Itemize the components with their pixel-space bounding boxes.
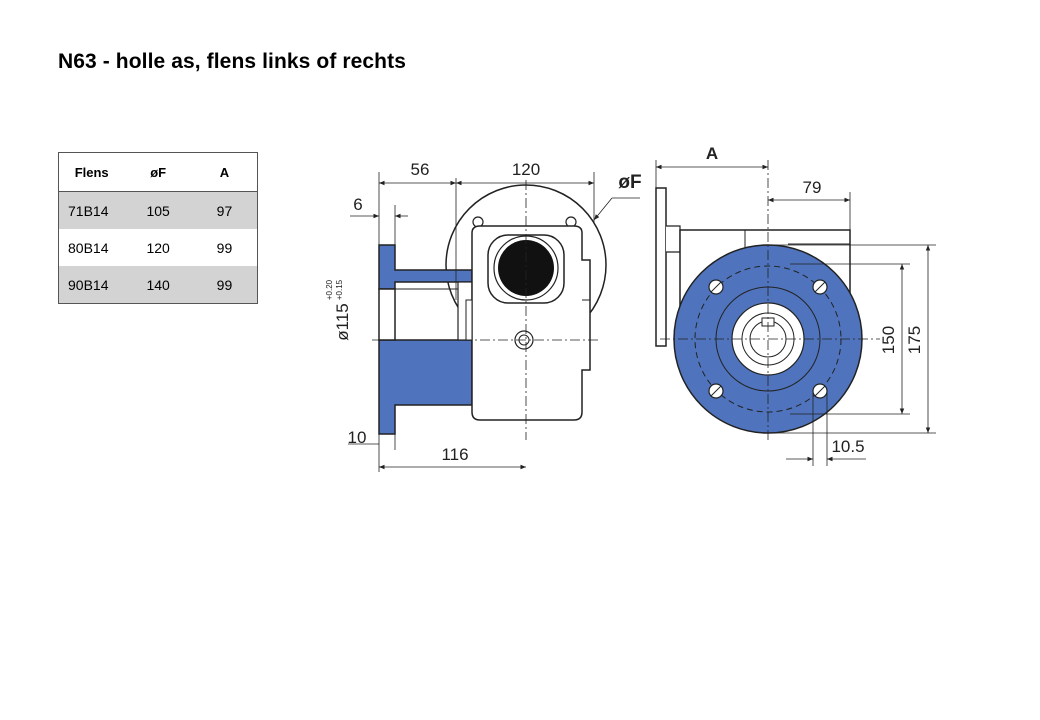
dim-116-label: 116: [441, 445, 468, 464]
cell-diameter-f: 105: [124, 191, 192, 229]
dim-175-label: 175: [905, 326, 924, 354]
cell-diameter-f: 120: [146, 239, 170, 256]
dim-a-label: A: [706, 144, 718, 163]
flange-spigot: [378, 288, 396, 341]
table-row: 90B14 140 99: [58, 266, 258, 304]
dim-150-label: 150: [879, 326, 898, 354]
cell-a: 99: [191, 266, 258, 304]
cell-a: 97: [191, 191, 258, 229]
tolerance-lower: +0.15: [335, 279, 344, 300]
dim-10-label: 10: [348, 428, 367, 447]
page-title: N63 - holle as, flens links of rechts: [58, 50, 406, 73]
table-row: 71B14 105 97: [58, 191, 258, 229]
header-diameter-f: øF: [124, 152, 192, 192]
dim-120-label: 120: [512, 160, 540, 179]
cell-flens: 90B14: [58, 266, 125, 304]
table-header-row: Flens øF A: [58, 152, 258, 192]
flange-spec-table: Flens øF A 71B14 105 97 80B14 120 99 90B…: [58, 152, 258, 304]
output-flange-lower: [378, 339, 473, 435]
dim-phi115-label: ø115: [333, 303, 352, 341]
gearbox-technical-drawing: 56 120 6 øF ø115 +0.20 +0.15 10 116: [325, 144, 936, 472]
cell-flens: 71B14: [58, 191, 125, 229]
dim-10-5-label: 10.5: [831, 437, 864, 456]
table-row: 80B14 120 99: [59, 229, 258, 266]
dim-79-label: 79: [803, 178, 822, 197]
cell-diameter-f: 140: [124, 266, 192, 304]
tolerance-upper: +0.20: [325, 279, 334, 300]
side-view: 56 120 6 øF ø115 +0.20 +0.15 10 116: [325, 160, 642, 472]
hollow-shaft-bore: [498, 240, 554, 296]
side-flange-plate: [655, 187, 667, 347]
header-a: A: [191, 152, 258, 192]
cell-a: 99: [216, 239, 233, 256]
front-view: A 79 150 175 10.5: [655, 144, 936, 466]
cell-flens: 80B14: [68, 239, 109, 256]
dim-56-label: 56: [411, 160, 430, 179]
dim-6-label: 6: [353, 195, 362, 214]
header-flens: Flens: [58, 152, 125, 192]
dim-phi-f-label: øF: [618, 172, 641, 193]
